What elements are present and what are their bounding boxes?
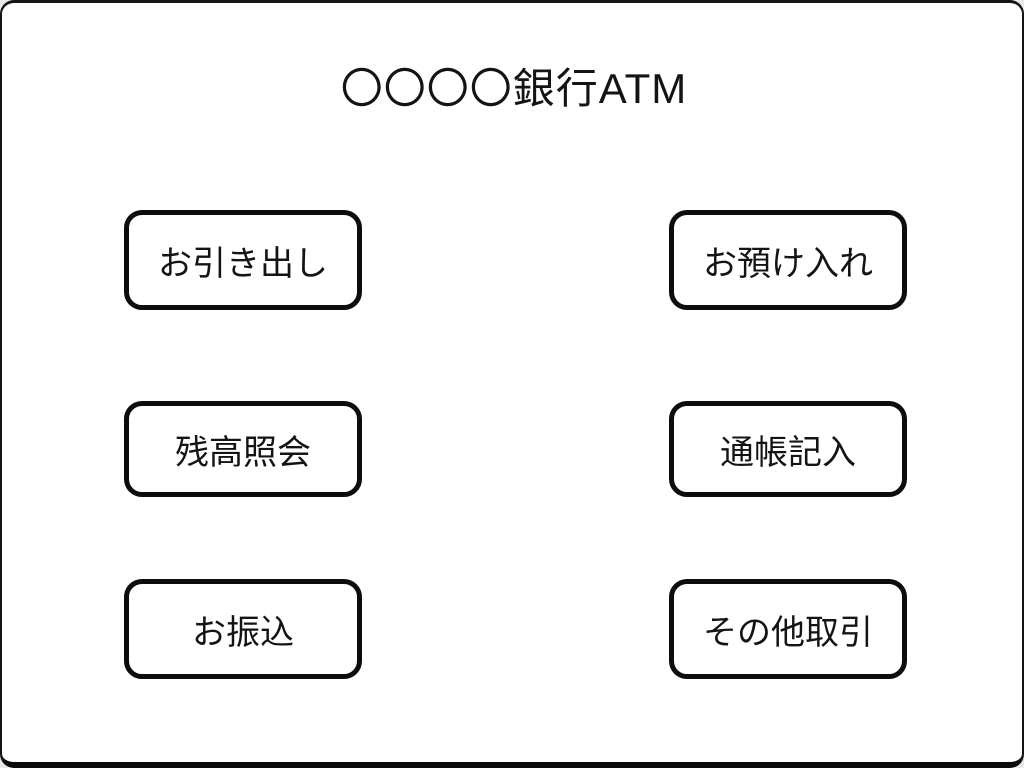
atm-button-passbook-entry-label: 通帳記入 — [720, 433, 856, 472]
atm-button-withdrawal-label: お引き出し — [158, 244, 328, 283]
atm-button-transfer-label: お振込 — [192, 613, 294, 652]
atm-button-passbook-entry[interactable]: 通帳記入 — [669, 401, 907, 497]
atm-button-deposit[interactable]: お預け入れ — [669, 210, 907, 310]
atm-button-balance-inquiry[interactable]: 残高照会 — [124, 401, 362, 497]
atm-button-other-transactions[interactable]: その他取引 — [669, 579, 907, 679]
atm-button-other-transactions-label: その他取引 — [703, 613, 873, 652]
atm-button-deposit-label: お預け入れ — [703, 244, 873, 283]
page-title: 〇〇〇〇銀行ATM — [340, 65, 688, 112]
atm-button-balance-inquiry-label: 残高照会 — [175, 433, 311, 472]
atm-button-withdrawal[interactable]: お引き出し — [124, 210, 362, 310]
atm-button-transfer[interactable]: お振込 — [124, 579, 362, 679]
